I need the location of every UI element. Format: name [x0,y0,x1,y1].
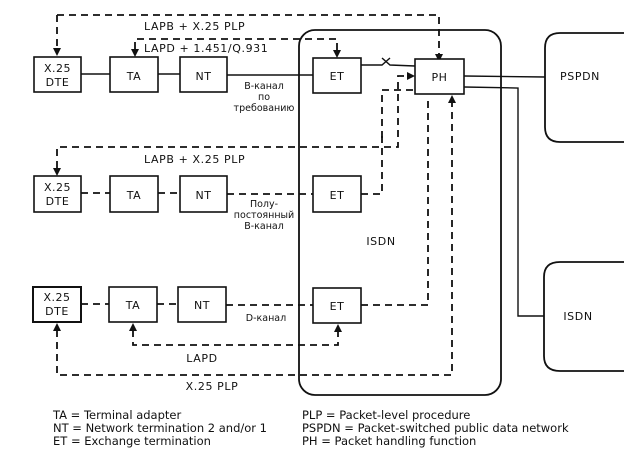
arrow-head [448,95,456,103]
row-3: X.25 DTE TA NT ET D-канал LAPD X.25 PLP [32,95,456,393]
isdn-network-boundary [298,29,502,396]
row3-x25plp-path [56,102,453,376]
row2-dte-label-2: DTE [46,195,70,208]
row-2: X.25 DTE TA NT ET LAPB + X.25 PLP Полу- … [33,72,415,232]
row2-channel-label-1: Полу- [250,199,278,210]
row3-dte-box[interactable] [32,286,82,323]
row2-link-et-ph [361,135,383,195]
row1-dte-box[interactable] [33,56,82,93]
arrow-head [334,324,342,332]
row2-protocol-lapb: LAPB + X.25 PLP [144,153,245,166]
link-ph-pspdn [463,75,546,78]
arrow-head [53,323,61,331]
row3-et-box[interactable] [312,287,362,324]
row3-link-et-ph [361,96,429,306]
row1-channel-label-2: по [258,92,270,103]
row-1: X.25 DTE TA NT ET LAPB + X.25 PLP LAPD +… [33,14,443,114]
row3-channel-label: D-канал [246,313,286,324]
row1-et-box[interactable] [312,57,362,94]
row3-et-label: ET [330,300,345,313]
row3-nt-label: NT [194,299,210,312]
row1-protocol-lapb: LAPB + X.25 PLP [144,20,245,33]
row2-et-label: ET [330,189,345,202]
row1-link-et-ph [361,57,416,67]
row2-ta-label: TA [126,189,141,202]
isdn-external-label: ISDN [563,310,592,323]
row1-channel-label-3: требованию [234,103,295,114]
row3-protocol-lapd: LAPD [186,352,217,365]
row2-ta-box[interactable] [109,175,159,213]
row2-dte-box[interactable] [33,175,82,213]
arrow-head [333,50,341,58]
row1-dte-label-2: DTE [46,76,70,89]
ph-box[interactable] [414,58,465,95]
legend-item-ph: PH = Packet handling function [302,434,476,448]
row3-lapd-path [132,330,339,346]
arrow-head [53,48,61,56]
ph-link-row2 [381,89,413,138]
legend: TA = Terminal adapter NT = Network termi… [52,408,569,448]
arrow-head [53,168,61,176]
row3-ta-label: TA [125,299,140,312]
row1-ta-label: TA [126,70,141,83]
row2-channel-label-3: B-канал [244,221,284,232]
row1-channel-label-1: B-канал [244,81,284,92]
row1-dte-label-1: X.25 [44,62,71,75]
row2-channel-label-2: постоянный [234,210,294,221]
arrow-head [131,49,139,57]
legend-item-et: ET = Exchange termination [53,434,211,448]
isdn-inner-label: ISDN [366,235,395,248]
row2-nt-label: NT [196,189,212,202]
row2-dte-label-1: X.25 [44,181,71,194]
legend-item-ta: TA = Terminal adapter [52,408,181,422]
row3-nt-box[interactable] [177,286,227,323]
arrow-head [129,323,137,331]
row1-nt-box[interactable] [179,56,228,93]
row2-lapb-path [56,75,408,168]
row1-lapd-path [134,38,338,51]
legend-item-pspdn: PSPDN = Packet-switched public data netw… [302,421,569,435]
row1-protocol-lapd: LAPD + 1.451/Q.931 [144,42,268,55]
pspdn-label: PSPDN [560,70,600,83]
row1-lapb-path [57,14,440,55]
arrow-head [435,54,443,62]
row3-dte-label-1: X.25 [43,291,70,304]
arrow-head [407,72,415,80]
row3-protocol-x25plp: X.25 PLP [186,380,239,393]
legend-item-nt: NT = Network termination 2 and/or 1 [53,421,267,435]
row1-et-label: ET [330,70,345,83]
legend-item-plp: PLP = Packet-level procedure [302,408,470,422]
row1-nt-label: NT [196,70,212,83]
row3-dte-label-2: DTE [45,305,69,318]
ph-label: PH [432,71,448,84]
link-ph-isdn [463,86,544,317]
pspdn-network-shape [544,32,624,143]
